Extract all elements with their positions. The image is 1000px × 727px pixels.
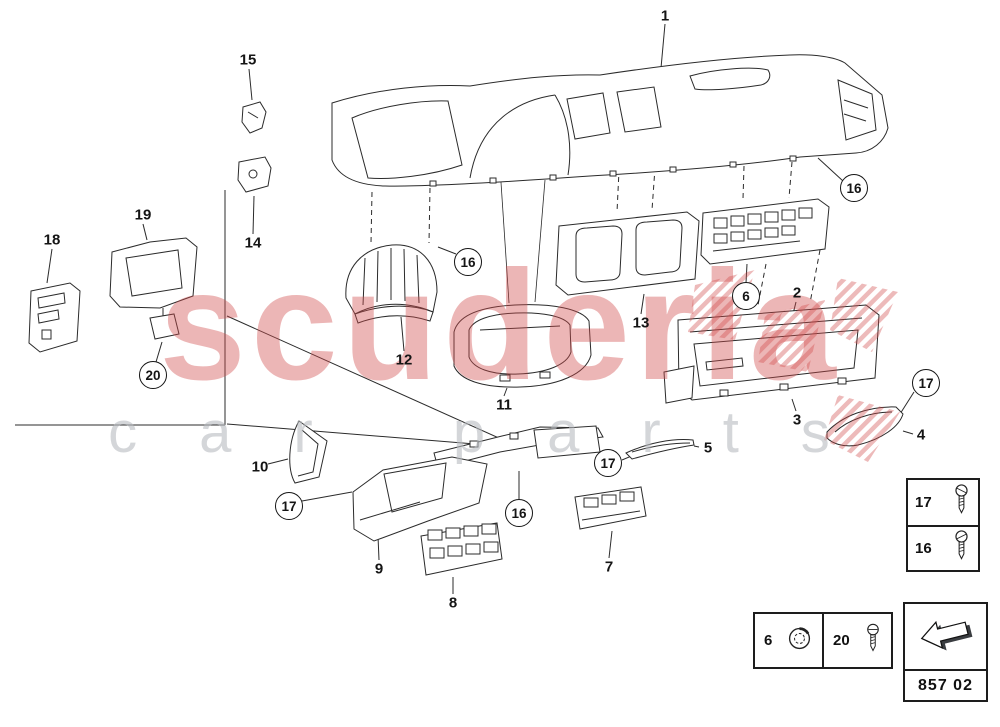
diagram-code-box: 857 02 xyxy=(903,602,988,702)
legend-fastener-table: 17 16 xyxy=(906,478,980,572)
part-3-glovebox-flap xyxy=(663,365,695,404)
callout-6-circled[interactable]: 6 xyxy=(732,282,760,310)
part-12-cluster-hood xyxy=(345,244,438,324)
part-14-bracket xyxy=(237,156,272,193)
legend-row-17-label: 17 xyxy=(915,494,932,511)
callout-8[interactable]: 8 xyxy=(448,594,458,612)
legend-cell-20: 20 xyxy=(822,614,891,667)
part-6-control-unit xyxy=(700,198,830,265)
callout-12[interactable]: 12 xyxy=(395,351,413,369)
grommet-icon xyxy=(786,625,813,657)
screw-icon xyxy=(952,484,971,521)
part-8-switch-bank xyxy=(420,522,503,576)
callout-16-circled[interactable]: 16 xyxy=(840,174,868,202)
callout-20-circled[interactable]: 20 xyxy=(139,361,167,389)
part-7-switch-panel xyxy=(574,486,647,530)
direction-arrow-icon xyxy=(905,604,986,671)
callout-16-circled[interactable]: 16 xyxy=(505,499,533,527)
screw-icon xyxy=(952,530,971,567)
callout-18[interactable]: 18 xyxy=(43,231,61,249)
callout-17-circled[interactable]: 17 xyxy=(275,492,303,520)
callout-4[interactable]: 4 xyxy=(916,426,926,444)
callout-11[interactable]: 11 xyxy=(496,396,512,414)
legend-row-16-label: 16 xyxy=(915,540,932,557)
callout-17-circled[interactable]: 17 xyxy=(912,369,940,397)
callout-17-circled[interactable]: 17 xyxy=(594,449,622,477)
part-1-dashboard-panel xyxy=(331,54,889,187)
diagram-code-label: 857 02 xyxy=(918,676,973,694)
part-13-center-frame xyxy=(555,211,700,296)
legend-cell-6: 6 xyxy=(755,614,822,667)
part-19-left-panel xyxy=(109,237,198,340)
callout-10[interactable]: 10 xyxy=(251,458,269,476)
legend-hardware-table: 6 20 xyxy=(753,612,893,669)
callout-5[interactable]: 5 xyxy=(703,439,713,457)
legend-row-17: 17 xyxy=(908,480,978,525)
callout-15[interactable]: 15 xyxy=(239,51,257,69)
callout-7[interactable]: 7 xyxy=(604,558,614,576)
part-center-lower-strip xyxy=(433,425,604,469)
leader-lines xyxy=(15,23,915,594)
callout-3[interactable]: 3 xyxy=(792,411,802,429)
callout-19[interactable]: 19 xyxy=(134,206,152,224)
callout-9[interactable]: 9 xyxy=(374,560,384,578)
screw-icon xyxy=(864,623,882,659)
legend-row-16: 16 xyxy=(908,525,978,570)
callout-14[interactable]: 14 xyxy=(244,234,262,252)
callout-16-circled[interactable]: 16 xyxy=(454,248,482,276)
part-10-end-cap xyxy=(289,420,328,484)
legend-cell-20-label: 20 xyxy=(833,632,850,649)
part-9-lower-trim xyxy=(352,456,488,542)
part-5-blade-trim xyxy=(625,439,695,460)
part-11-instrument-cluster xyxy=(453,304,592,388)
legend-cell-6-label: 6 xyxy=(764,632,773,649)
callout-2[interactable]: 2 xyxy=(792,284,802,302)
callout-13[interactable]: 13 xyxy=(632,314,650,332)
part-15-clip xyxy=(241,101,267,134)
callout-1[interactable]: 1 xyxy=(660,7,670,25)
part-18-end-panel xyxy=(28,282,81,353)
